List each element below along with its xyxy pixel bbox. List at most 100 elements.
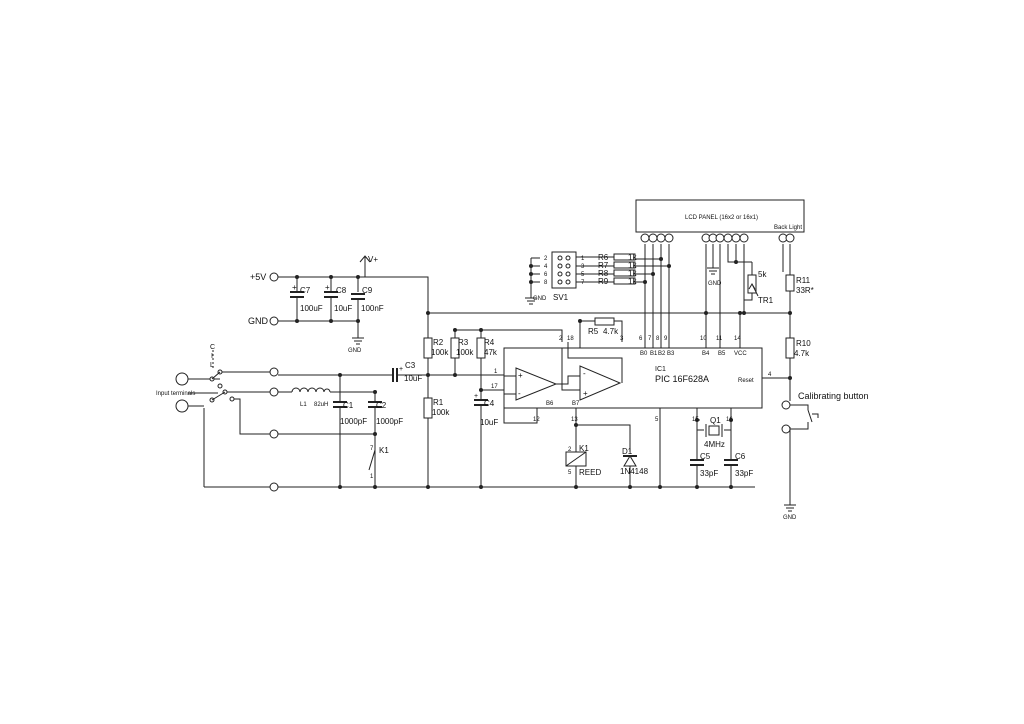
svg-text:5: 5 — [568, 470, 572, 476]
lcd-backlight-label: Back Light — [774, 225, 802, 231]
connector-sv1: 2 4 6 8 1 3 5 7 SV1 GND — [525, 251, 585, 305]
sv1-pin-1: 1 — [581, 256, 585, 262]
r2-value: 100k — [431, 348, 449, 357]
c1-ref: C1 — [343, 401, 354, 410]
tr1-value: 5k — [758, 270, 767, 279]
capacitor-c3: + C3 10uF — [387, 361, 422, 383]
sv1-gnd-label: GND — [533, 296, 547, 302]
pin-label-b2: B2 — [658, 351, 666, 357]
r1-value: 100k — [432, 408, 450, 417]
plus5v-terminal — [269, 272, 279, 282]
q1-value: 4MHz — [704, 440, 725, 449]
sv1-ground-icon — [525, 297, 537, 305]
pin-num-15: 15 — [692, 417, 699, 423]
relay-k1: 2 5 K1 REED — [565, 444, 601, 477]
pin-num-11: 11 — [716, 336, 723, 342]
pin-num-13: 13 — [571, 417, 578, 423]
svg-text:+: + — [474, 393, 478, 400]
svg-text:+: + — [399, 366, 403, 373]
trimmer-tr1: 5k TR1 — [747, 270, 774, 305]
c5-ref: C5 — [700, 452, 711, 461]
pin-label-b1: B1 — [650, 351, 658, 357]
input-terminal-bottom — [175, 399, 189, 413]
pin-num-3: 3 — [620, 336, 624, 342]
resistor-r10: R10 4.7k — [785, 337, 811, 359]
sv1-pin-3: 3 — [581, 264, 585, 270]
pin-label-b6: B6 — [546, 401, 554, 407]
lcd-panel: LCD PANEL (16x2 or 16x1) Back Light GND — [635, 199, 805, 287]
plus5v-label: +5V — [250, 272, 266, 282]
capacitor-c4: + C4 10uF — [474, 393, 498, 427]
diode-d1: D1 1N4148 — [620, 447, 649, 476]
terminal-e2 — [269, 387, 279, 397]
sv1-pin-8: 8 — [544, 280, 548, 286]
k1-switch-ref: K1 — [379, 446, 389, 455]
c8-ref: C8 — [336, 286, 347, 295]
input-section: Input terminals C I L — [156, 344, 279, 492]
tr1-ref: TR1 — [758, 296, 774, 305]
pin-num-4: 4 — [768, 372, 772, 378]
input-terminal-top — [175, 372, 189, 386]
r5-ref: R5 — [588, 327, 599, 336]
switch-letter-c: C — [210, 344, 215, 351]
pin-num-6: 6 — [639, 336, 643, 342]
k1-type: REED — [579, 468, 601, 477]
reed-switch-k1: 7 1 K1 — [368, 446, 389, 480]
resistors-r6-r9: R6 1k R7 1k R8 1k R9 1k — [598, 253, 637, 286]
capacitor-c2: C2 1000pF — [368, 401, 403, 426]
c1-value: 1000pF — [340, 417, 367, 426]
gnd-terminal — [269, 316, 279, 326]
switch-letter-i: I — [211, 353, 213, 360]
pin-label-vcc: VCC — [734, 351, 747, 357]
pin-label-reset: Reset — [738, 378, 754, 384]
resistor-r11: R11 33R* — [785, 274, 814, 295]
calib-label: Calibrating button — [798, 391, 869, 401]
q1-ref: Q1 — [710, 416, 721, 425]
ic1-pic16f628a: + - - + IC1 PIC 16F628A B0 B1 B2 B3 B4 B… — [491, 336, 772, 423]
d1-ref: D1 — [622, 447, 633, 456]
r6-ref: R6 — [598, 253, 609, 262]
pin-label-b7: B7 — [572, 401, 580, 407]
ground-symbol-icon — [352, 337, 364, 345]
svg-text:2: 2 — [568, 447, 572, 453]
switch-letter-l: L — [210, 362, 214, 369]
calibrating-button: Calibrating button GND — [781, 391, 869, 521]
r4-value: 47k — [484, 348, 498, 357]
c2-ref: C2 — [376, 401, 387, 410]
c7-ref: C7 — [300, 286, 311, 295]
pin-num-8: 8 — [656, 336, 660, 342]
r10-ref: R10 — [796, 339, 811, 348]
capacitor-c6: C6 33pF — [724, 452, 753, 478]
pin-num-18: 18 — [567, 336, 574, 342]
r9-value: 1k — [628, 277, 637, 286]
pin-num-14: 14 — [734, 336, 741, 342]
resistor-r5: R5 4.7k — [588, 317, 619, 336]
c7-value: 100uF — [300, 304, 323, 313]
c5-value: 33pF — [700, 469, 718, 478]
pin-label-b5: B5 — [718, 351, 726, 357]
capacitor-c9: C9 100nF — [351, 286, 384, 313]
lcd-title: LCD PANEL (16x2 or 16x1) — [685, 215, 758, 221]
sv1-ref: SV1 — [553, 293, 569, 302]
capacitor-c5: C5 33pF — [690, 452, 718, 478]
r8-value: 1k — [628, 269, 637, 278]
r2-ref: R2 — [433, 338, 444, 347]
resistor-r2: R2 100k — [423, 337, 449, 359]
c2-value: 1000pF — [376, 417, 403, 426]
svg-text:-: - — [518, 389, 521, 398]
c3-value: 10uF — [404, 374, 422, 383]
svg-text:7: 7 — [370, 446, 374, 452]
crystal-q1: Q1 4MHz — [704, 416, 725, 449]
l1-ref: L1 — [300, 402, 307, 408]
pin-label-b3: B3 — [667, 351, 675, 357]
r11-value: 33R* — [796, 286, 814, 295]
l1-value: 82uH — [314, 402, 328, 408]
c4-ref: C4 — [484, 399, 495, 408]
c9-value: 100nF — [361, 304, 384, 313]
pin-num-10: 10 — [700, 336, 707, 342]
pin-num-1: 1 — [494, 369, 498, 375]
junction-dots — [295, 257, 792, 489]
svg-text:+: + — [292, 283, 297, 292]
terminal-e1 — [269, 367, 279, 377]
calib-ground-icon — [784, 504, 796, 512]
